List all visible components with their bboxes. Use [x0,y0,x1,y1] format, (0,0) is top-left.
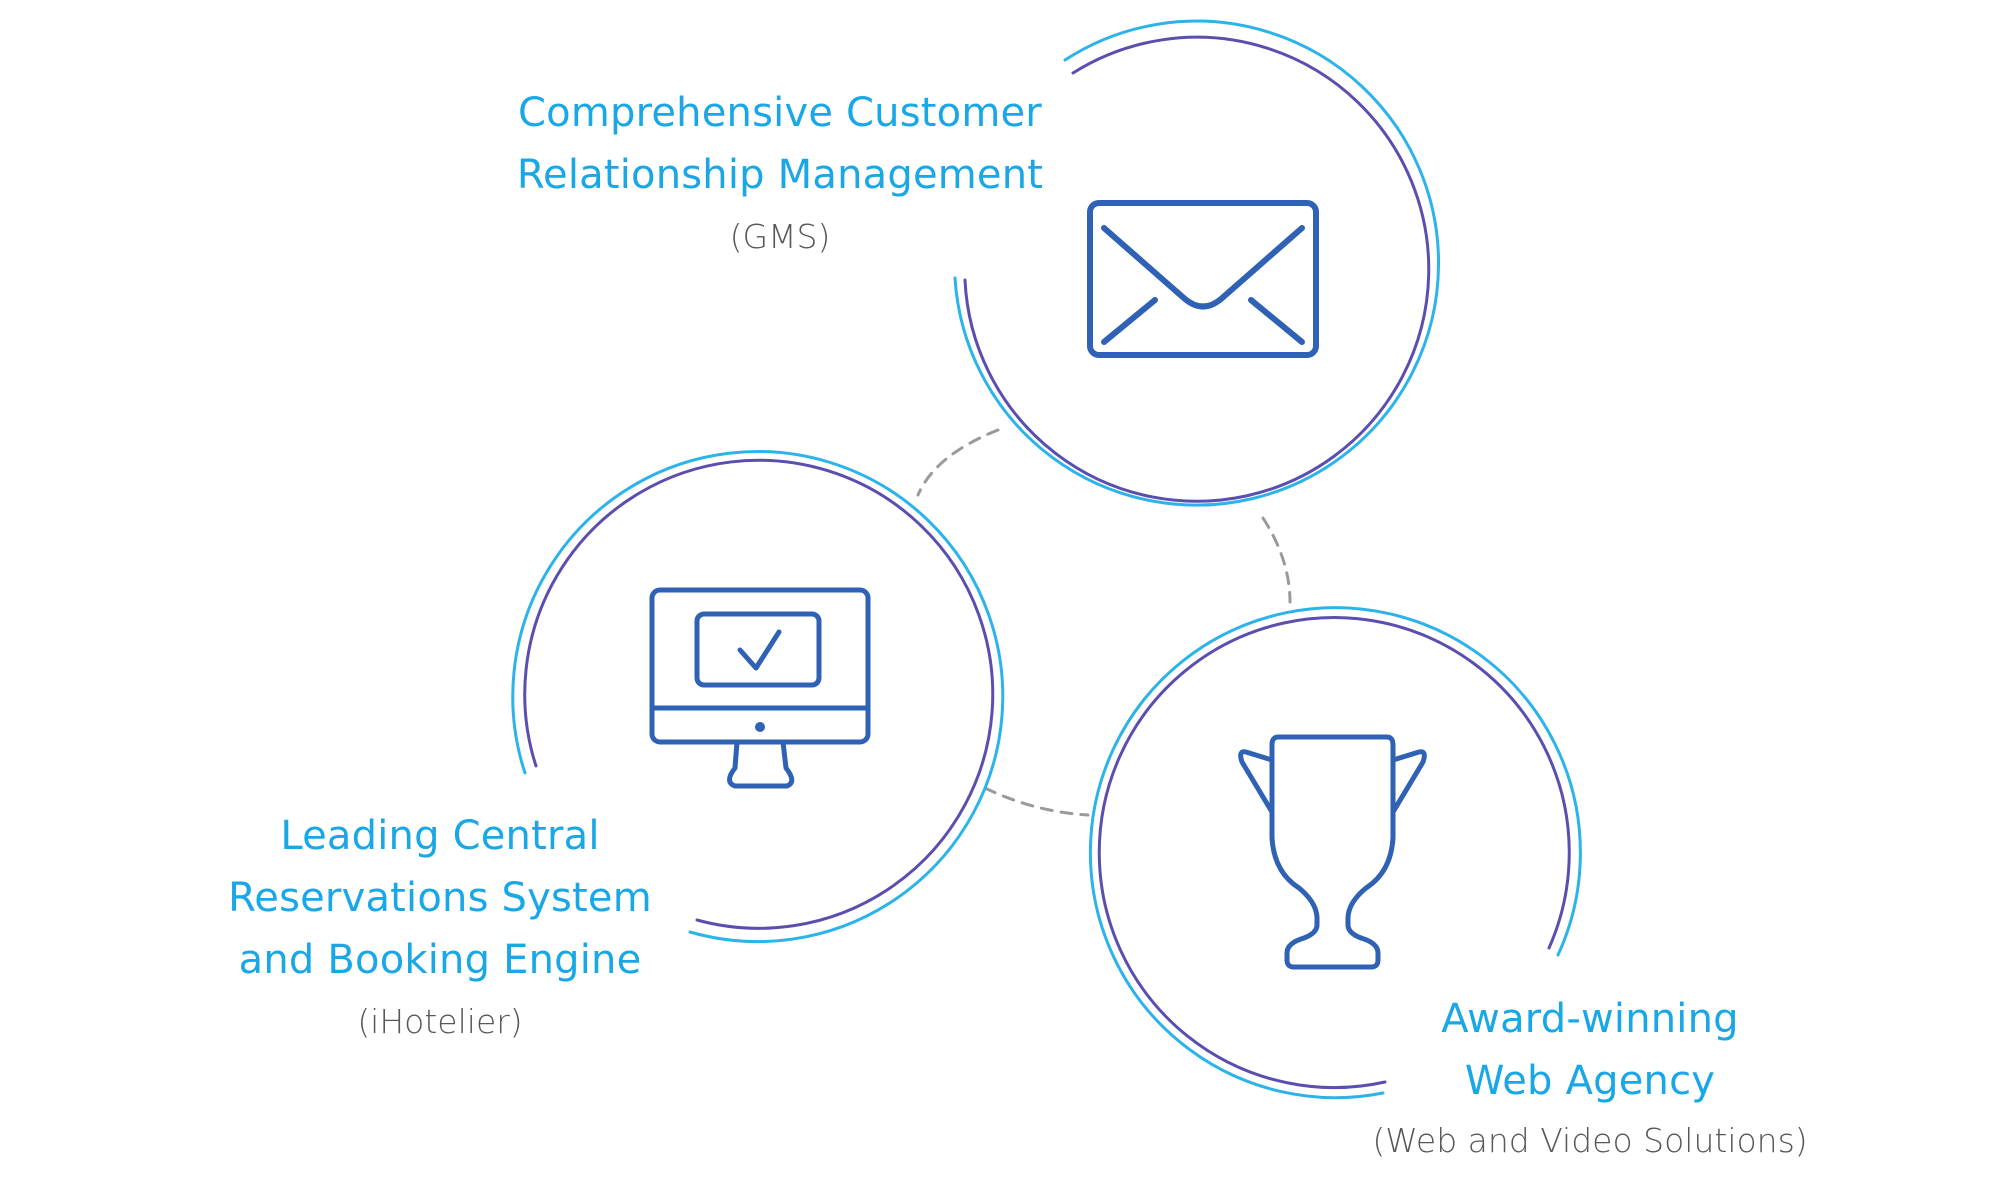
label-crs: Leading Central Reservations System and … [200,805,680,1047]
trophy-icon [1238,734,1427,970]
crm-title-line-1: Comprehensive Customer [518,90,1042,136]
web-subtitle: (Web and Video Solutions) [1372,1121,1808,1160]
monitor-check-icon [649,587,871,789]
outer-ring-crs [511,450,1005,944]
inner-ring-crs [523,458,995,930]
label-web: Award-winning Web Agency (Web and Video … [1340,988,1840,1166]
circle-web [1088,606,1582,1100]
connector-crs-web [983,786,1090,817]
crs-title-line-1: Leading Central [280,813,600,859]
crm-title-line-2: Relationship Management [516,152,1044,198]
web-title-line-1: Award-winning [1441,996,1739,1042]
connectors [916,428,1292,817]
inner-ring-web [1097,616,1571,1090]
outer-ring-web [1088,606,1582,1100]
envelope-icon [1087,200,1319,358]
inner-ring-crm [963,35,1431,503]
circle-crs [511,450,1005,944]
crm-subtitle: (GMS) [729,217,831,256]
crs-title-line-2: Reservations System [228,875,652,921]
connector-crm-crs [916,428,1000,497]
web-title-line-2: Web Agency [1464,1058,1716,1104]
circle-crm [953,19,1441,507]
label-crm: Comprehensive Customer Relationship Mana… [460,82,1100,262]
connector-crm-web [1261,516,1292,604]
crs-subtitle: (iHotelier) [357,1002,523,1041]
crs-title-line-3: and Booking Engine [238,937,642,983]
outer-ring-crm [953,19,1441,507]
